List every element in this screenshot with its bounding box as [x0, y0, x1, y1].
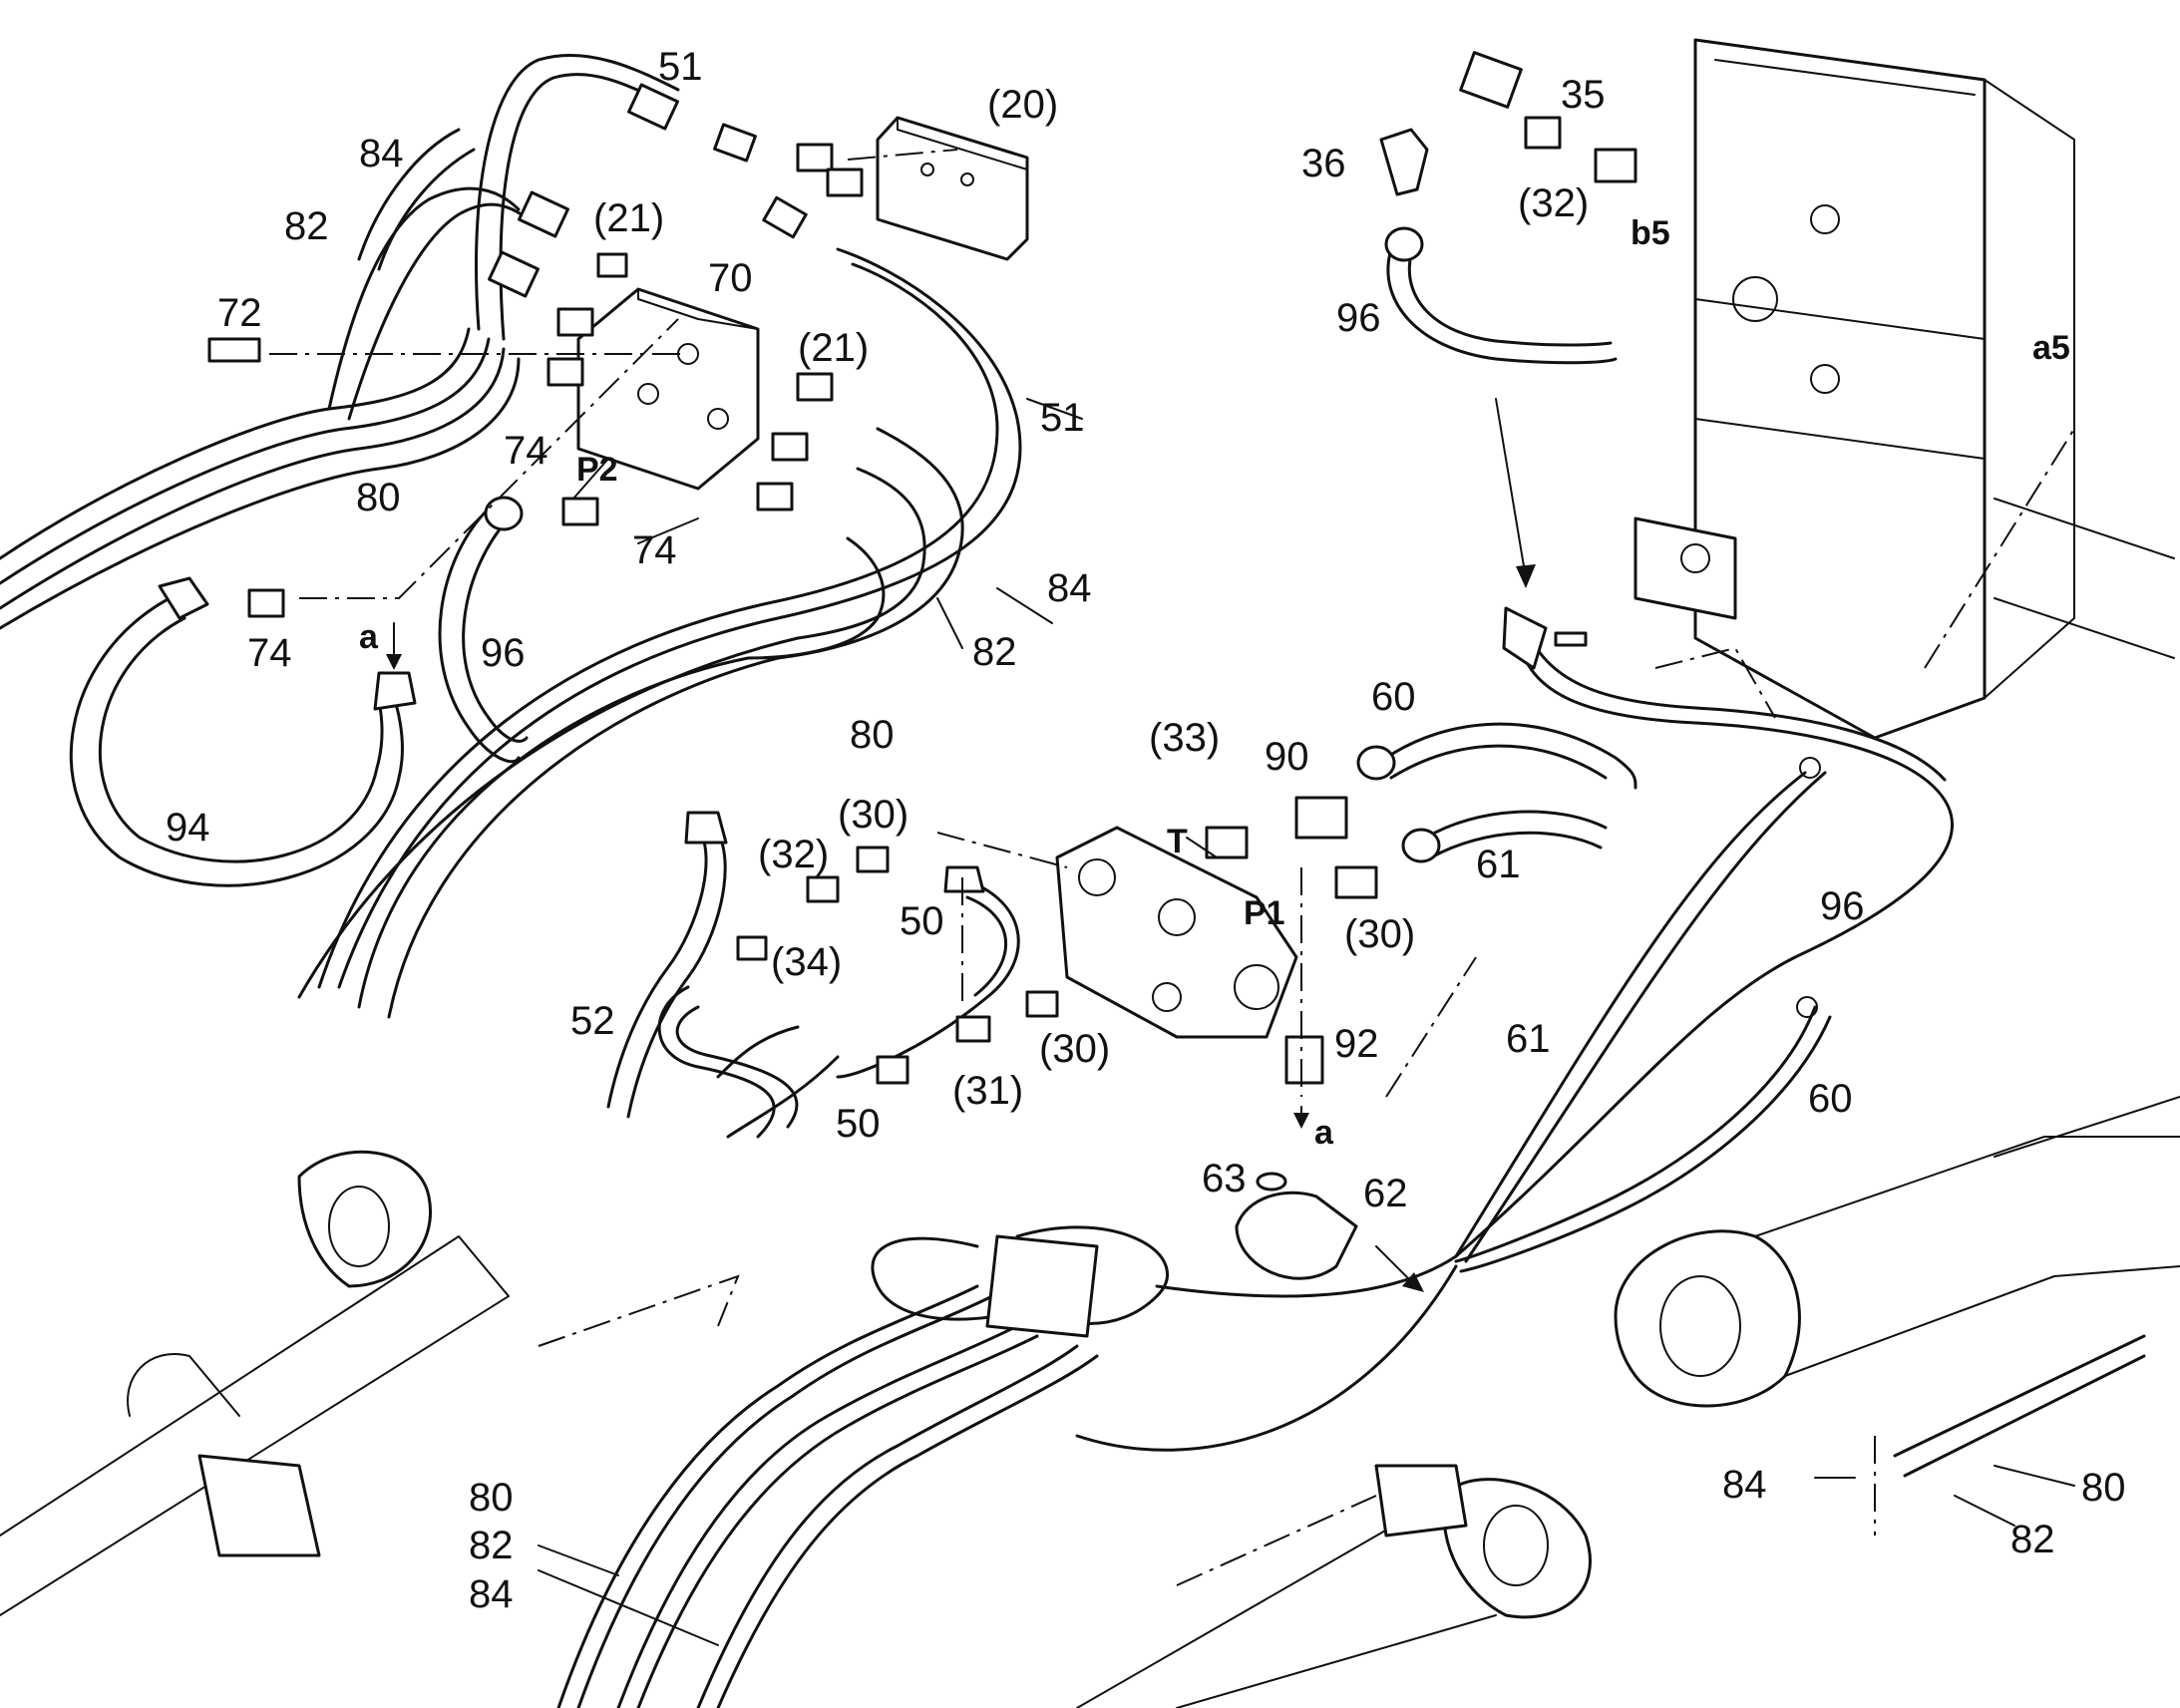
label-84-top: 84: [359, 132, 404, 175]
label-leaders: [538, 398, 2075, 1646]
label-74-b: 74: [632, 528, 677, 572]
label-61-top: 61: [1476, 843, 1521, 886]
clamp-62: [1235, 1172, 1358, 1280]
label-82-top: 82: [284, 204, 329, 248]
block-20: [876, 116, 1029, 261]
label-84-bottom-right: 84: [1722, 1463, 1767, 1507]
dash-dot-leaders: [269, 149, 2075, 1586]
label-32-mid: (32): [758, 833, 829, 876]
label-34: (34): [771, 940, 842, 984]
boom-cylinder-right: [1614, 1096, 2180, 1478]
label-96-right: 96: [1820, 884, 1865, 928]
label-80-bottom-left: 80: [469, 1476, 514, 1520]
label-b5: b5: [1631, 214, 1670, 252]
label-96-left: 96: [481, 631, 526, 675]
hose-60-61-upper: [1356, 722, 1637, 863]
label-60-top: 60: [1371, 675, 1416, 719]
label-20: (20): [987, 83, 1058, 127]
hose-60-61-96: [1454, 606, 1954, 1273]
hose-96-left: [438, 496, 529, 764]
label-72: 72: [217, 291, 262, 335]
label-30-low: (30): [1039, 1027, 1110, 1071]
label-62: 62: [1363, 1172, 1408, 1215]
label-80-bottom-right: 80: [2081, 1466, 2126, 1510]
label-70: 70: [708, 256, 753, 300]
label-51-top: 51: [658, 45, 703, 89]
label-74-c: 74: [247, 631, 292, 675]
brake-valve-assembly: [1055, 796, 1378, 1085]
label-82-right: 82: [972, 630, 1017, 674]
label-92: 92: [1334, 1022, 1379, 1066]
label-21-mid: (21): [798, 326, 869, 370]
label-a5: a5: [2032, 329, 2070, 367]
label-P2: P2: [576, 451, 618, 489]
manifold-block-70: [576, 287, 760, 491]
label-82-bottom-left: 82: [469, 1524, 514, 1567]
label-a-left: a: [359, 618, 379, 656]
label-96-top: 96: [1336, 296, 1381, 340]
control-valve-block: [1459, 38, 2175, 740]
label-61-mid: 61: [1506, 1017, 1551, 1061]
label-63: 63: [1202, 1157, 1247, 1200]
hose-94: [69, 576, 417, 887]
label-84-right: 84: [1047, 566, 1092, 610]
label-35: 35: [1561, 73, 1606, 117]
label-30-top: (30): [838, 793, 908, 837]
label-60-right: 60: [1808, 1077, 1853, 1121]
pointer-arrows: [386, 398, 1856, 1479]
label-82-bottom-right: 82: [2010, 1518, 2055, 1561]
label-T: T: [1167, 823, 1188, 860]
label-80-mid: 80: [850, 713, 895, 757]
label-80-left: 80: [356, 476, 401, 519]
label-21-top: (21): [593, 196, 664, 240]
label-36: 36: [1301, 142, 1346, 185]
label-P1: P1: [1244, 894, 1285, 932]
arm-cylinder-bottom: [1076, 1464, 1592, 1708]
label-a-mid: a: [1314, 1114, 1334, 1152]
lower-hose-bundle: [556, 1225, 1458, 1708]
boom-cylinder-left: [0, 1150, 510, 1616]
label-74-a: 74: [504, 429, 548, 473]
hose-50-52: [606, 811, 1059, 1139]
label-30-right: (30): [1344, 912, 1415, 956]
label-33: (33): [1149, 716, 1220, 760]
label-32-top: (32): [1518, 181, 1589, 225]
label-90: 90: [1265, 735, 1309, 779]
label-52: 52: [570, 999, 615, 1043]
hose-96-top: [1379, 128, 1618, 365]
reference-labels: 51 (20) 84 82 (21) 70 72 (21) 51 74 P2 8…: [166, 45, 2126, 1616]
label-50-low: 50: [836, 1102, 881, 1146]
hose-group-right: [297, 247, 1022, 1019]
fittings-top: [207, 83, 864, 618]
label-84-bottom-left: 84: [469, 1572, 514, 1616]
label-31: (31): [952, 1069, 1023, 1113]
left-hose-bundle: [0, 53, 680, 630]
label-50-top: 50: [900, 899, 944, 943]
label-94: 94: [166, 806, 210, 850]
